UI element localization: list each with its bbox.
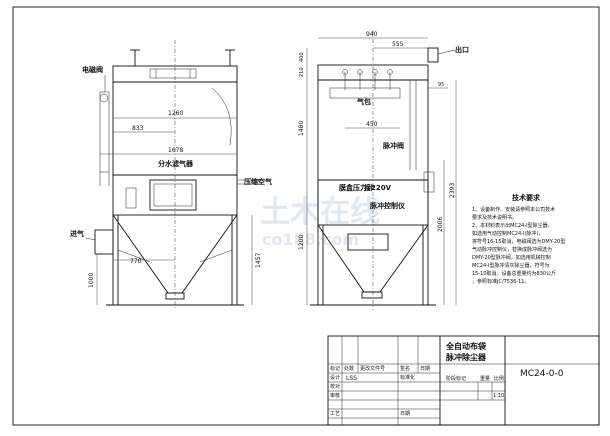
label-water-separator: 分水滤气器	[158, 159, 194, 168]
tech-notes-line: DMY-20型脉冲阀，如选用机械控制	[472, 254, 551, 261]
scale-label: 比例	[494, 375, 504, 382]
tech-notes-line: 如选用气动控制MC24-I(脉冲)，	[472, 230, 543, 237]
dim-770: 770	[130, 258, 142, 265]
dim-95: 95	[438, 82, 444, 88]
dim-555: 555	[392, 41, 404, 48]
dim-833: 833	[132, 125, 144, 132]
tech-notes-title: 技术要求	[512, 193, 541, 202]
drawing-border	[12, 6, 600, 426]
tech-notes-line: 15-10取消。设备总重量约为830公斤	[472, 270, 556, 277]
label-solenoid-valve: 电磁阀	[82, 65, 103, 74]
dim-1260: 1260	[168, 110, 183, 117]
row1-col1: 处数	[344, 365, 354, 372]
tech-notes: 技术要求 1、设备制作、安装请参照本公司技术 要求及技术说明书。 2、本材料表示…	[472, 193, 565, 285]
row1-col4: 日期	[420, 366, 430, 372]
label-pulse-valve: 脉冲阀	[382, 141, 404, 150]
dim-400: 400	[299, 52, 305, 62]
dim-1480: 1480	[298, 121, 305, 136]
dim-1000: 1000	[88, 273, 95, 288]
label-outlet: 出口	[455, 45, 469, 54]
dim-1457: 1457	[255, 253, 262, 268]
tech-notes-line: MC24-I型脉冲清灰除尘器，符号为	[472, 262, 549, 269]
dim-2006: 2006	[437, 217, 444, 232]
dim-1200: 1200	[298, 235, 305, 250]
side-access-door	[347, 233, 389, 251]
label-air-bag: 气包	[356, 97, 371, 106]
product-name-line2: 脉冲除尘器	[445, 352, 487, 362]
tech-notes-line: 气动脉冲控制仪，替换成脉冲阀选为	[472, 246, 552, 253]
side-air-bag	[329, 87, 401, 99]
row1-col0: 标记	[330, 365, 340, 372]
label-controller-voltage: 接220V	[364, 183, 392, 192]
dim-2393: 2393	[449, 183, 456, 198]
row5-col1: 日期	[400, 411, 410, 417]
row1-col2: 更改文件号	[360, 365, 385, 372]
dim-210: 210	[299, 67, 305, 77]
dim-450: 450	[366, 121, 378, 128]
tech-notes-line: 1、设备制作、安装请参照本公司技术	[472, 206, 555, 213]
row3-col0: 校对	[330, 383, 340, 390]
row2-col0: 设计	[330, 374, 340, 381]
tech-notes-line: 将符号16-15取消，电磁阀选为DMY-20型	[472, 238, 565, 245]
drawing-number: MC24-0-0	[520, 369, 564, 379]
label-pulse-controller: 脉冲控制仪	[369, 201, 406, 210]
tech-notes-line: 要求及技术说明书。	[472, 214, 517, 221]
title-block: 全自动布袋 脉冲除尘器 MC24-0-0 标记 处数 更改文件号 签名 日期 设…	[327, 335, 600, 426]
weight-label: 重量	[480, 375, 490, 382]
label-compressed-air: 压缩空气	[244, 177, 272, 186]
side-view: 940 555 400 210 95 1480 450 2006 2393 12…	[298, 30, 469, 310]
front-view: 1260 833 1678 770 1000 1457 电磁阀 分水滤气器 压缩…	[70, 40, 272, 310]
row4-col0: 审核	[330, 392, 340, 399]
dim-940: 940	[366, 31, 378, 38]
dim-1678: 1678	[168, 147, 183, 154]
row2-col1: LSS	[346, 375, 357, 382]
label-pressure-gauge: 膜盒压力计	[338, 183, 374, 192]
tech-notes-line: 2、本材料表示出MC24-I型除尘器，	[472, 222, 553, 229]
row1-col3: 签名	[400, 365, 410, 372]
product-name-line1: 全自动布袋	[445, 341, 487, 351]
watermark-subtext: co188.com	[262, 230, 359, 249]
front-access-door	[149, 179, 197, 211]
front-solenoid-pipe	[99, 91, 110, 173]
row2-col2: 标准化	[400, 374, 415, 381]
side-outlet	[427, 47, 439, 63]
label-inlet: 进气	[70, 229, 84, 238]
scale-value: 1:10	[493, 393, 504, 399]
row5-col0: 工艺	[330, 411, 340, 417]
stage-label: 阶段标记	[446, 375, 466, 382]
tech-notes-line: ，参照标准JC/T536-11。	[472, 278, 529, 285]
front-inlet-duct	[94, 229, 114, 255]
watermark-text: 土木在线	[260, 195, 380, 230]
